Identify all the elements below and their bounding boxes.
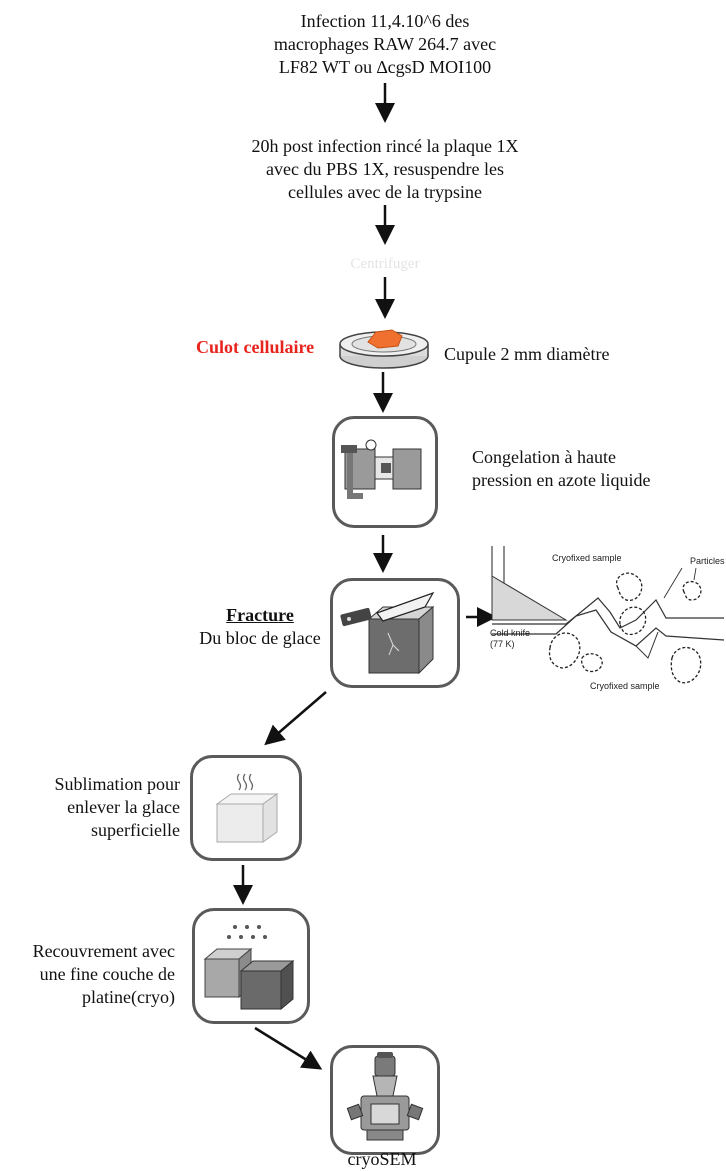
cryosem-label: cryoSEM — [347, 1149, 417, 1169]
step-wash-text: 20h post infection rincé la plaque 1X av… — [235, 135, 535, 204]
wash-line-2: avec du PBS 1X, resuspendre les — [266, 159, 504, 179]
platinum-coating-icon — [203, 925, 295, 1011]
recouvrement-box — [192, 908, 310, 1024]
microscope-icon — [346, 1052, 424, 1141]
sublimation-line-3: superficielle — [91, 820, 180, 840]
faded-step-text: Centrifuger — [350, 256, 420, 272]
wash-line-3: cellules avec de la trypsine — [288, 182, 482, 202]
recouvrement-text: Recouvrement avec une fine couche de pla… — [5, 940, 175, 1009]
congelation-box — [332, 416, 438, 528]
cryosem-box — [330, 1045, 440, 1155]
fracture-title: Fracture — [226, 605, 294, 625]
arrow-6 — [264, 691, 327, 746]
sublimation-text: Sublimation pour enlever la glace superf… — [20, 773, 181, 842]
infection-line-3: LF82 WT ou ∆cgsD MOI100 — [278, 57, 492, 77]
cupule-label: Cupule 2 mm diamètre — [444, 344, 610, 364]
sublimation-line-1: Sublimation pour — [54, 774, 181, 794]
inset-knife-line-1: Cold knife — [490, 628, 531, 638]
step-infection-text: Infection 11,4.10^6 des macrophages RAW … — [235, 10, 535, 79]
congelation-line-1: Congelation à haute — [472, 447, 616, 467]
inset-top-sample-label: Cryofixed sample — [552, 553, 622, 563]
culot-label: Culot cellulaire — [196, 337, 315, 357]
fracture-box — [330, 578, 460, 688]
sample-cup-icon — [339, 329, 429, 369]
fracture-text: Fracture Du bloc de glace — [190, 604, 330, 650]
congelation-text: Congelation à haute pression en azote li… — [472, 446, 650, 492]
knife-ice-block-icon — [340, 591, 435, 675]
recouvrement-line-2: une fine couche de — [39, 964, 175, 984]
high-pressure-freezer-icon — [341, 439, 422, 499]
inset-bottom-sample-label: Cryofixed sample — [590, 681, 660, 691]
fracture-inset-diagram — [491, 546, 725, 684]
infection-line-1: Infection 11,4.10^6 des — [300, 11, 470, 31]
arrow-8 — [254, 1026, 323, 1070]
inset-knife-line-2: (77 K) — [490, 639, 515, 649]
sublimation-line-2: enlever la glace — [67, 797, 180, 817]
sublimation-box — [190, 755, 302, 861]
sublimating-ice-block-icon — [215, 773, 279, 843]
fracture-subtitle: Du bloc de glace — [199, 628, 321, 648]
inset-particles-label: Particles — [690, 556, 725, 566]
inset-knife-label: Cold knife (77 K) — [490, 628, 530, 650]
recouvrement-line-1: Recouvrement avec — [32, 941, 175, 961]
wash-line-1: 20h post infection rincé la plaque 1X — [251, 136, 519, 156]
infection-line-2: macrophages RAW 264.7 avec — [273, 34, 497, 54]
recouvrement-line-3: platine(cryo) — [82, 987, 175, 1007]
congelation-line-2: pression en azote liquide — [472, 470, 651, 490]
